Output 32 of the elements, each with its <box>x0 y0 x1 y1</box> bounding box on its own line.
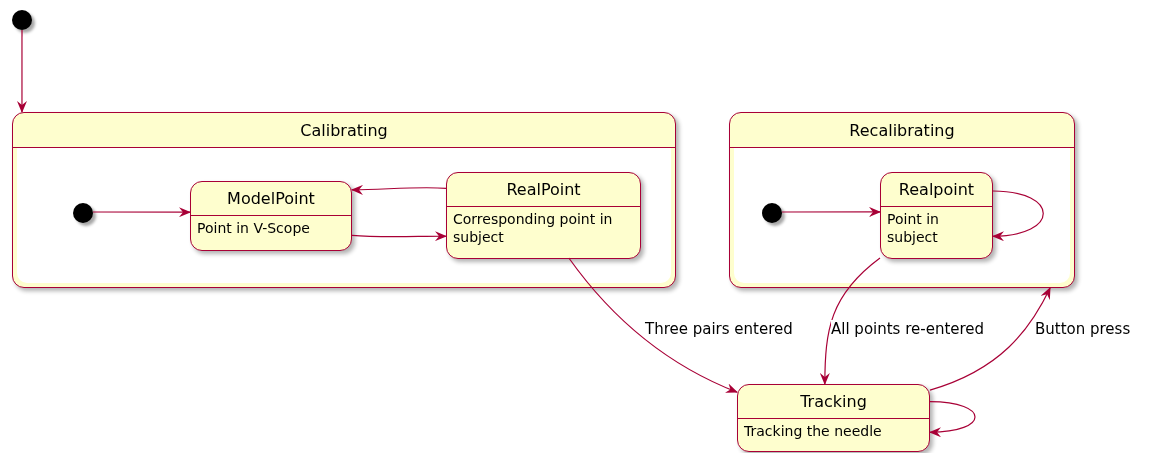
transition-arrow <box>781 206 881 217</box>
edge-label: Button press <box>1035 320 1131 338</box>
edge-label: Three pairs entered <box>645 320 793 338</box>
state-description: Point in V-Scope <box>196 219 311 238</box>
transition-arrow <box>351 231 447 242</box>
edge-label: All points re-entered <box>831 320 985 338</box>
state-box <box>446 172 641 259</box>
transition-arrow <box>16 29 27 113</box>
state-title: RealPoint <box>506 180 581 199</box>
transition-arrow <box>92 207 191 218</box>
state-title: ModelPoint <box>227 189 315 208</box>
state-description: Point in subject <box>886 210 940 247</box>
composite-state <box>12 112 676 288</box>
state-box <box>737 384 930 452</box>
initial-state-dot <box>73 203 93 223</box>
state-title: Recalibrating <box>849 120 955 140</box>
transition-arrow <box>929 401 976 437</box>
transition-arrow <box>351 184 447 195</box>
initial-state-dot <box>762 203 782 223</box>
initial-state-dot <box>12 10 32 30</box>
state-description: Tracking the needle <box>743 422 883 441</box>
state-box <box>880 172 993 259</box>
state-title: Calibrating <box>300 120 388 140</box>
state-box <box>190 181 352 251</box>
state-title: Realpoint <box>898 180 975 199</box>
state-description: Corresponding point in subject <box>452 210 614 247</box>
transition-arrow <box>568 257 738 393</box>
composite-state <box>729 112 1075 288</box>
transition-arrow <box>819 257 881 385</box>
transition-arrow <box>929 287 1051 391</box>
state-title: Tracking <box>800 392 867 411</box>
transition-arrow <box>992 190 1044 241</box>
